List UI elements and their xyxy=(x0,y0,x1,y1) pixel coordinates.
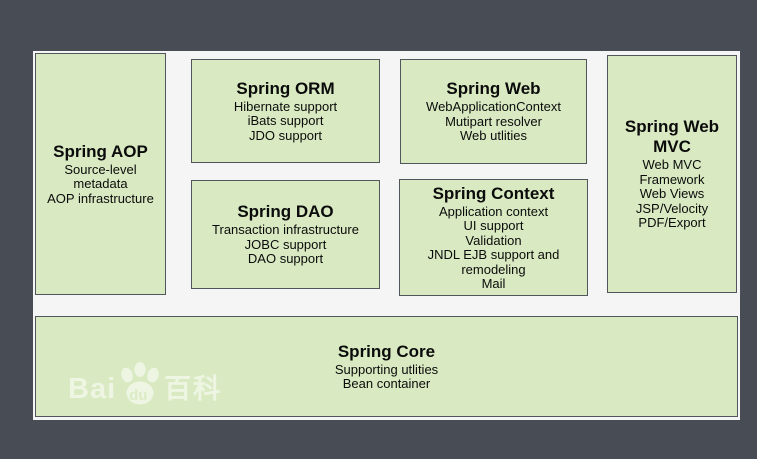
module-subitem: Mutipart resolver xyxy=(445,113,542,129)
module-subitem: PDF/Export xyxy=(638,215,706,231)
module-subitem: Mail xyxy=(481,276,506,291)
module-subitem: Application context xyxy=(438,203,549,219)
module-title: Spring Web xyxy=(446,79,541,99)
module-title: Spring ORM xyxy=(236,78,335,98)
module-subitem: metadata xyxy=(73,176,128,192)
module-subitem: JDO support xyxy=(249,127,322,143)
module-subitem: DAO support xyxy=(247,251,324,267)
module-subitem: JOBC support xyxy=(244,236,327,252)
module-subitem: JNDL EJB support and xyxy=(427,247,560,262)
module-subitem: Hibernate support xyxy=(233,98,338,114)
module-box-spring-web: Spring Web WebApplicationContext Mutipar… xyxy=(400,59,587,164)
module-subitem: Supporting utlities xyxy=(334,361,439,377)
module-title: Spring AOP xyxy=(53,141,148,161)
module-box-spring-aop: Spring AOP Source-level metadata AOP inf… xyxy=(35,53,166,295)
module-subitem: WebApplicationContext xyxy=(426,99,561,115)
module-subitem: Bean container xyxy=(342,376,431,391)
module-subitem: Source-level xyxy=(64,161,137,177)
module-subitem: UI support xyxy=(463,218,524,233)
module-box-spring-context: Spring Context Application context UI su… xyxy=(399,179,588,296)
module-subitem: AOP infrastructure xyxy=(47,190,154,206)
watermark-text: Bai xyxy=(68,373,117,405)
watermark-paw-text: du xyxy=(129,387,148,404)
module-subitem: Transaction infrastructure xyxy=(212,222,359,238)
module-subitem: iBats support xyxy=(247,113,324,129)
diagram-panel: Spring AOP Source-level metadata AOP inf… xyxy=(33,51,740,420)
baidu-watermark: Bai du 百科 xyxy=(68,361,223,406)
module-box-spring-core: Spring Core Supporting utlities Bean con… xyxy=(35,316,738,417)
watermark-cjk-text: 百科 xyxy=(164,374,223,404)
paw-icon: du xyxy=(117,361,163,406)
module-subitem: Web MVC xyxy=(642,157,702,173)
module-box-spring-orm: Spring ORM Hibernate support iBats suppo… xyxy=(191,59,380,163)
module-subitem: Framework xyxy=(639,171,705,187)
module-subitem: Web utlities xyxy=(460,128,527,144)
module-title: Spring Context xyxy=(432,183,555,203)
module-subitem: Validation xyxy=(465,232,522,248)
module-title: Spring Web MVC xyxy=(624,117,720,157)
module-subitem: remodeling xyxy=(461,261,526,277)
module-subitem: JSP/Velocity xyxy=(635,200,709,216)
module-title: Spring Core xyxy=(337,341,436,361)
module-box-spring-dao: Spring DAO Transaction infrastructure JO… xyxy=(191,180,380,289)
module-title: Spring DAO xyxy=(237,202,334,222)
module-box-spring-web-mvc: Spring Web MVC Web MVC Framework Web Vie… xyxy=(607,55,737,293)
module-subitem: Web Views xyxy=(639,186,705,202)
